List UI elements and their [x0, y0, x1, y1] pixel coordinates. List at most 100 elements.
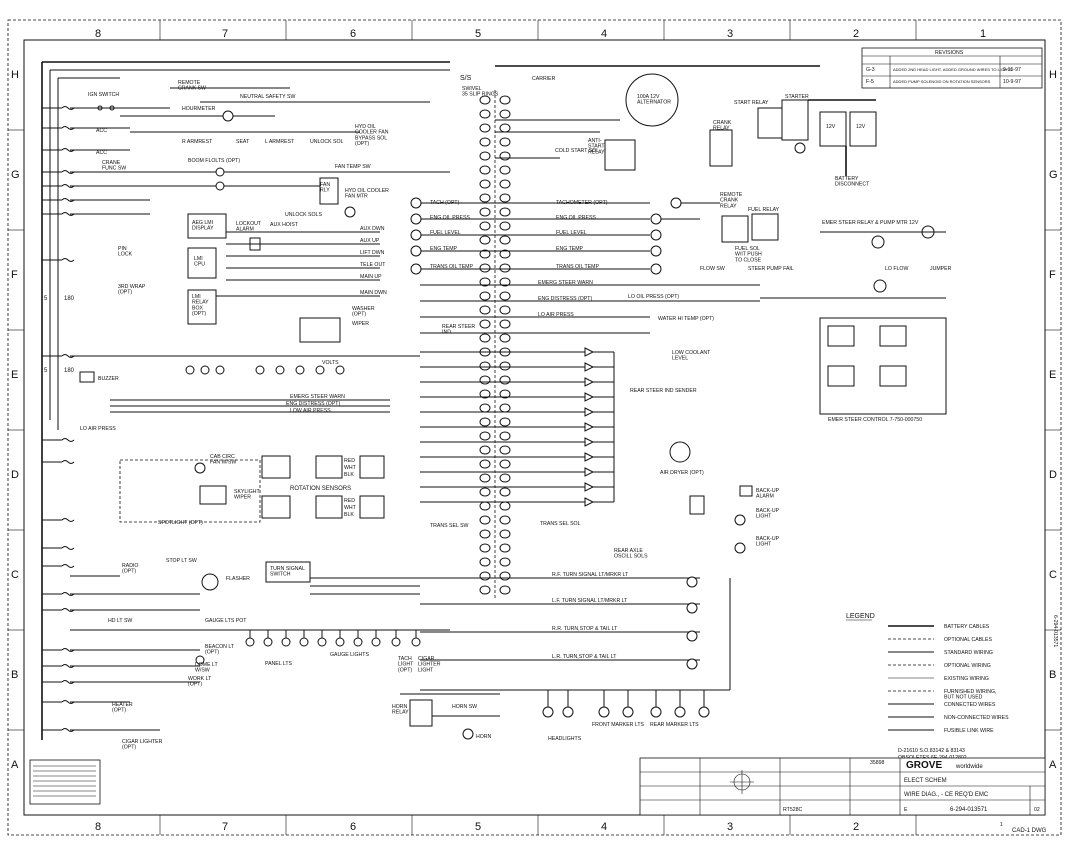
fuse-symbol — [61, 258, 75, 262]
acc-label: ACC — [96, 128, 107, 134]
rr-turn-label: R.R. TURN,STOP & TAIL LT — [552, 626, 618, 632]
zone-col-6: 6 — [350, 28, 356, 40]
washer-label: WASHER(OPT) — [352, 306, 375, 318]
exterior-lamp — [698, 706, 710, 718]
zone-col-2-bottom: 2 — [853, 821, 859, 833]
hourmeter-label: HOURMETER — [182, 106, 216, 112]
slip-ring — [479, 249, 491, 259]
carrier-label: CARRIER — [532, 76, 556, 82]
unlock-sol-label: UNLOCK SOL — [310, 139, 344, 145]
eng-oil-press-r-label: ENG OIL PRESS — [556, 215, 596, 221]
headlights-label: HEADLIGHTS — [548, 736, 582, 742]
slip-ring — [479, 557, 491, 567]
eng-oil-press-label: ENG OIL PRESS — [430, 215, 470, 221]
wire-180-label: 180 — [64, 296, 75, 302]
title-line-2: WIRE DIAG., - CE REQ'D EMC — [904, 792, 989, 798]
gauge-group — [410, 197, 682, 275]
slip-ring — [479, 585, 491, 595]
slip-ring — [479, 543, 491, 553]
zone-row-D-right: D — [1049, 469, 1057, 481]
flow-sw-label: FLOW SW — [700, 266, 725, 272]
rev-1-desc: ADDED 2ND HEAD LIGHT, ADDED GROUND WIRES… — [893, 67, 1012, 72]
slip-ring — [479, 179, 491, 189]
heater-label: HEATER(OPT) — [112, 702, 133, 714]
wire-5-label-b: 5 — [44, 368, 48, 374]
exterior-lamp — [674, 706, 686, 718]
fuse-symbol — [61, 106, 75, 110]
ss-label: S/S — [460, 75, 472, 82]
zone-row-D: D — [11, 469, 19, 481]
rear-marker-label: REAR MARKER LTS — [650, 722, 699, 728]
lmi-relay-box — [187, 289, 217, 325]
stamp-note-box — [29, 759, 101, 805]
zone-col-6-bottom: 6 — [350, 821, 356, 833]
side-sheet-id: 6-294-013571 — [1052, 615, 1058, 647]
low-air-press-left: LOW AIR PRESS — [290, 408, 331, 414]
wht-label-2: WHT — [344, 505, 357, 511]
zone-row-H-right: H — [1049, 69, 1057, 81]
legend-item-label: EXISTING WIRING — [944, 676, 989, 682]
trans-oil-temp-r-label: TRANS OIL TEMP — [556, 264, 599, 270]
zone-rows: H G F E D C B A H G F E D C B A — [11, 69, 1058, 771]
indicator-row-group: BUZZER LO AIR PRESS VOLTS EMERG STEER WA… — [70, 355, 420, 432]
revisions-block: REVISIONS G-3 ADDED 2ND HEAD LIGHT, ADDE… — [861, 47, 1043, 89]
fuse-symbol — [61, 126, 75, 130]
cad-dwg: CAD-1 DWG — [1012, 828, 1047, 834]
slip-ring — [499, 137, 511, 147]
unlock-sols-group: UNLOCK SOLS AUX HOIST AUX DWN AUX UP LIF… — [216, 212, 387, 343]
slip-ring — [499, 109, 511, 119]
zone-row-F: F — [11, 269, 18, 281]
emer-steer-relay-label: EMER STEER RELAY & PUMP MTR 12V — [822, 220, 919, 226]
lo-flow-label: LO FLOW — [885, 266, 908, 272]
exterior-lamp — [598, 706, 610, 718]
slip-ring — [499, 515, 511, 525]
slip-ring — [499, 319, 511, 329]
zone-col-8: 8 — [95, 28, 101, 40]
zone-col-7: 7 — [222, 28, 228, 40]
slip-ring — [499, 473, 511, 483]
aux-h-rot-sensor — [359, 495, 385, 519]
radio-label: RADIO(OPT) — [122, 563, 138, 575]
slip-ring — [499, 123, 511, 133]
fuse-symbol — [61, 170, 75, 174]
lmi-cpu-box — [187, 247, 217, 279]
zone-col-4-bottom: 4 — [601, 821, 607, 833]
battery-2-voltage: 12V — [856, 124, 866, 130]
panel-lamp — [317, 637, 327, 647]
slip-ring — [479, 305, 491, 315]
eng-distress-label: ENG DISTRESS (OPT) — [538, 296, 592, 302]
slip-ring — [479, 319, 491, 329]
slip-ring — [499, 557, 511, 567]
dwg-no: 6-294-013571 — [950, 807, 988, 813]
revisions-title: REVISIONS — [935, 50, 964, 56]
fuel-level-label: FUEL LEVEL — [430, 230, 461, 236]
wiper-motor-box — [299, 317, 341, 343]
slip-ring — [479, 95, 491, 105]
panel-lamp — [281, 637, 291, 647]
slip-ring — [479, 151, 491, 161]
slip-ring — [499, 305, 511, 315]
battery-1 — [819, 111, 847, 147]
panel-lamp — [263, 637, 273, 647]
legend-item-label: STANDARD WIRING — [944, 650, 993, 656]
inner-border — [23, 39, 1046, 816]
front-marker-label: FRONT MARKER LTS — [592, 722, 645, 728]
aux-up-label: AUX UP — [360, 238, 380, 244]
eng-temp-gauge — [650, 245, 662, 257]
trans-oil-temp-label: TRANS OIL TEMP — [430, 264, 473, 270]
slip-ring — [479, 459, 491, 469]
slip-ring — [499, 361, 511, 371]
legend-item-label: FURNISHED WIRING,BUT NOT USED — [944, 689, 996, 701]
led-diode — [584, 482, 595, 492]
lo-flow-relay — [873, 279, 887, 293]
slip-ring — [479, 263, 491, 273]
tele-out-label: TELE OUT — [360, 262, 386, 268]
